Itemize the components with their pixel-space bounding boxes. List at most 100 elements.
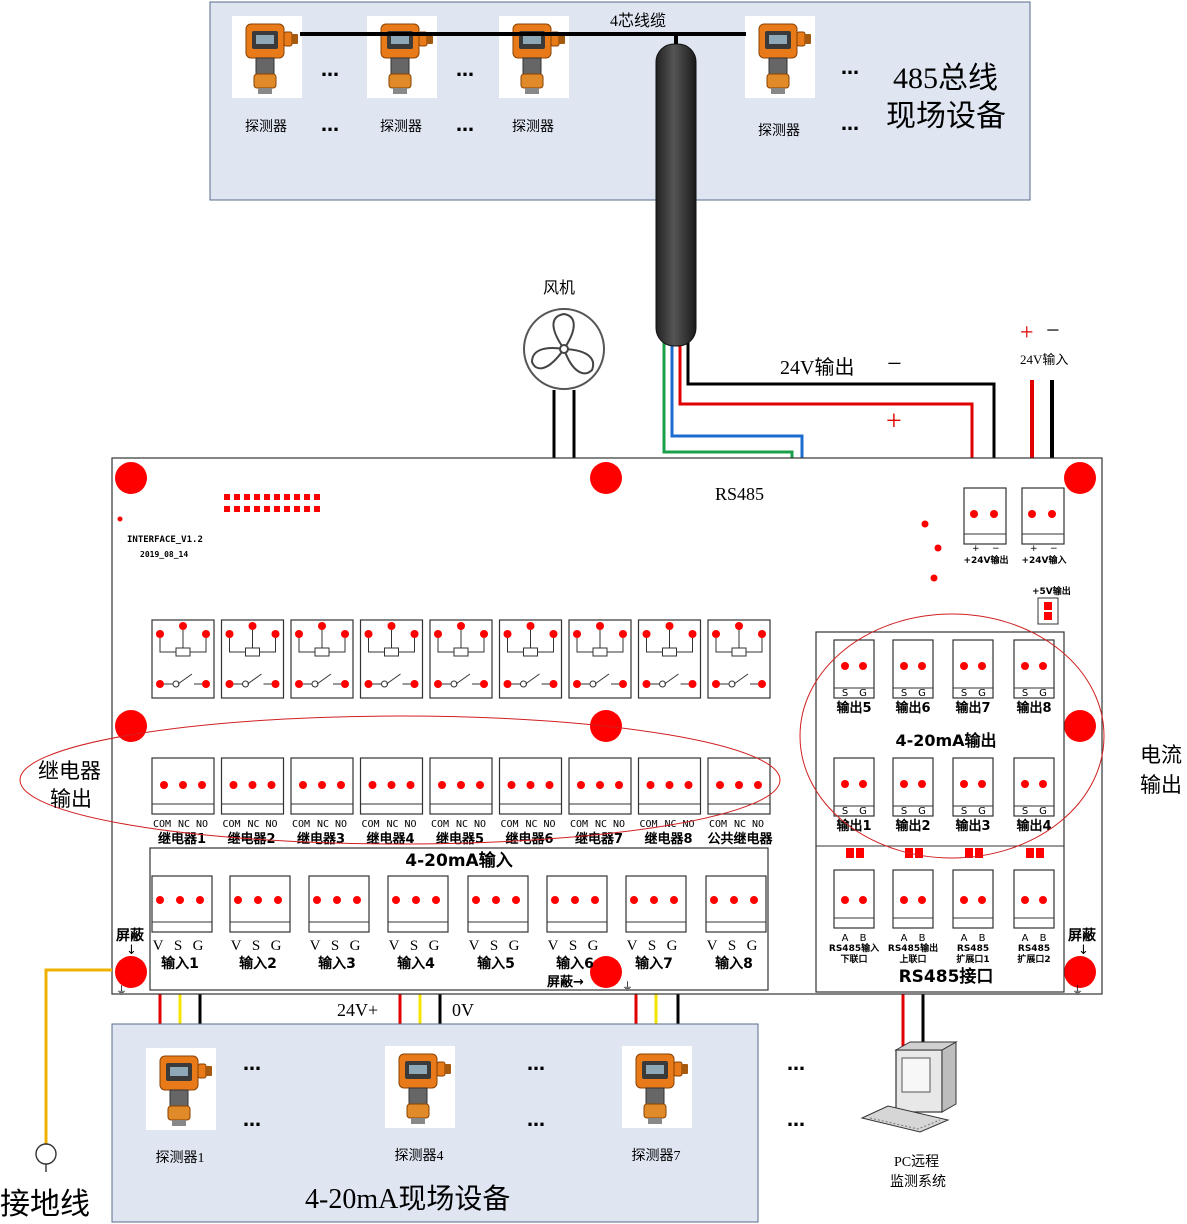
detector-cap [771, 88, 785, 94]
terminal-screw [406, 781, 415, 789]
rs485-interface-title: RS485接口 [899, 966, 994, 987]
relay-no-label: NO [474, 819, 486, 830]
smd-pad [846, 848, 854, 858]
bottom-panel-title: 4-20mA现场设备 [305, 1183, 510, 1215]
relay-com-label: COM [709, 819, 727, 830]
relay-pin [410, 680, 419, 688]
pc-label-1: PC远程 [894, 1154, 939, 1170]
rs485-port-sub: 扩展口2 [1017, 953, 1050, 965]
ellipsis-mark: … [243, 1110, 261, 1131]
relay-pin [619, 680, 627, 688]
terminal-screw [1048, 510, 1056, 518]
vsg-label: S [174, 938, 182, 954]
terminal-screw [960, 896, 968, 904]
relay-contact [311, 680, 319, 688]
header-pin [244, 506, 250, 512]
relay-trace [159, 638, 176, 653]
relay-coil-icon [523, 647, 538, 657]
terminal-screw [337, 781, 345, 789]
relay-pin [179, 622, 187, 630]
led-dot [930, 574, 938, 582]
terminal-screw [918, 896, 926, 904]
ground-wire: 接地线 [0, 968, 112, 1221]
relay-name: 公共继电器 [707, 831, 773, 847]
sg-label: G [1039, 688, 1047, 699]
rs485-terminal-block [952, 869, 994, 929]
terminal-screw [841, 662, 849, 670]
relay-pin [457, 622, 465, 630]
vsg-label: G [350, 938, 361, 954]
polarity-label: − [992, 544, 1000, 554]
power-terminal-label: +24V输入 [1021, 554, 1066, 566]
power-terminal-label: +24V输出 [963, 554, 1008, 566]
ab-label: A [961, 933, 968, 944]
detector-cap [393, 88, 407, 94]
relay-contact [381, 680, 388, 688]
ground-terminal-icon [35, 1143, 57, 1165]
relay-no-label: NO [196, 819, 208, 830]
ab-label: B [979, 933, 986, 944]
led-dot [117, 516, 123, 522]
detector-gland [436, 1061, 446, 1077]
vsg-label: V [548, 938, 559, 954]
ellipsis-mark: … [787, 1054, 805, 1075]
current-output-ellipse [799, 613, 1105, 859]
relay-trace [507, 638, 524, 653]
polarity-label: + [1030, 544, 1038, 554]
mounting-hole [590, 956, 622, 988]
relay-contact [728, 680, 736, 688]
relay-nc-label: NC [317, 819, 329, 830]
terminal-screw [978, 780, 986, 788]
vsg-label: G [509, 938, 520, 954]
input-name: 输入6 [556, 955, 594, 972]
relay-nc-label: NC [178, 819, 190, 830]
power-out-minus: − [887, 349, 902, 378]
relay-pin [434, 630, 442, 638]
relay-pin [202, 630, 210, 638]
top-panel-title-1: 485总线 [893, 62, 998, 95]
terminal-screw [512, 896, 520, 904]
relay-pin [758, 630, 766, 638]
relay-pin [480, 680, 488, 688]
output-name: 输出6 [895, 700, 930, 716]
top-panel-title-2: 现场设备 [886, 100, 1006, 133]
detector-gland-nut [559, 34, 565, 44]
rs485-terminal-block [892, 869, 934, 929]
power-terminals: +−+24V输出+−+24V输入+5V输出 [963, 487, 1071, 625]
relay-contact [659, 680, 666, 688]
relay-pin [642, 630, 651, 638]
detector-screen [409, 1065, 427, 1074]
relay-pin [758, 680, 766, 688]
ab-label: B [1040, 933, 1047, 944]
terminal-screw [1039, 780, 1047, 788]
output-terminal-block [1013, 757, 1055, 817]
relay-nc-label: NC [526, 819, 538, 830]
header-pin [234, 506, 240, 512]
input-terminal-block [151, 875, 213, 933]
sg-label: S [842, 688, 848, 699]
terminal-screw [313, 896, 321, 904]
terminal-screw [1021, 780, 1029, 788]
header-pin [244, 494, 250, 500]
relay-pin [642, 680, 651, 688]
ellipsis-mark: … [456, 60, 474, 81]
output-name: 输出3 [955, 818, 990, 834]
input-terminal-block [705, 875, 767, 933]
led-dot [934, 544, 942, 552]
header-pin [264, 506, 270, 512]
terminal-screw [368, 781, 377, 789]
relay-name: 继电器3 [297, 831, 345, 847]
fan-label: 风机 [543, 279, 575, 297]
relay-trace [329, 638, 346, 653]
detector-gland [197, 1063, 207, 1079]
right-frame [815, 631, 1065, 993]
detector-gland [673, 1061, 683, 1077]
smd-pad [1044, 602, 1052, 610]
relay-pin [318, 622, 326, 630]
relay-trace [676, 638, 693, 653]
input-terminal-block [546, 875, 608, 933]
detector-neck [255, 57, 275, 75]
detector-screen [256, 35, 274, 44]
vsg-label: S [252, 938, 260, 954]
